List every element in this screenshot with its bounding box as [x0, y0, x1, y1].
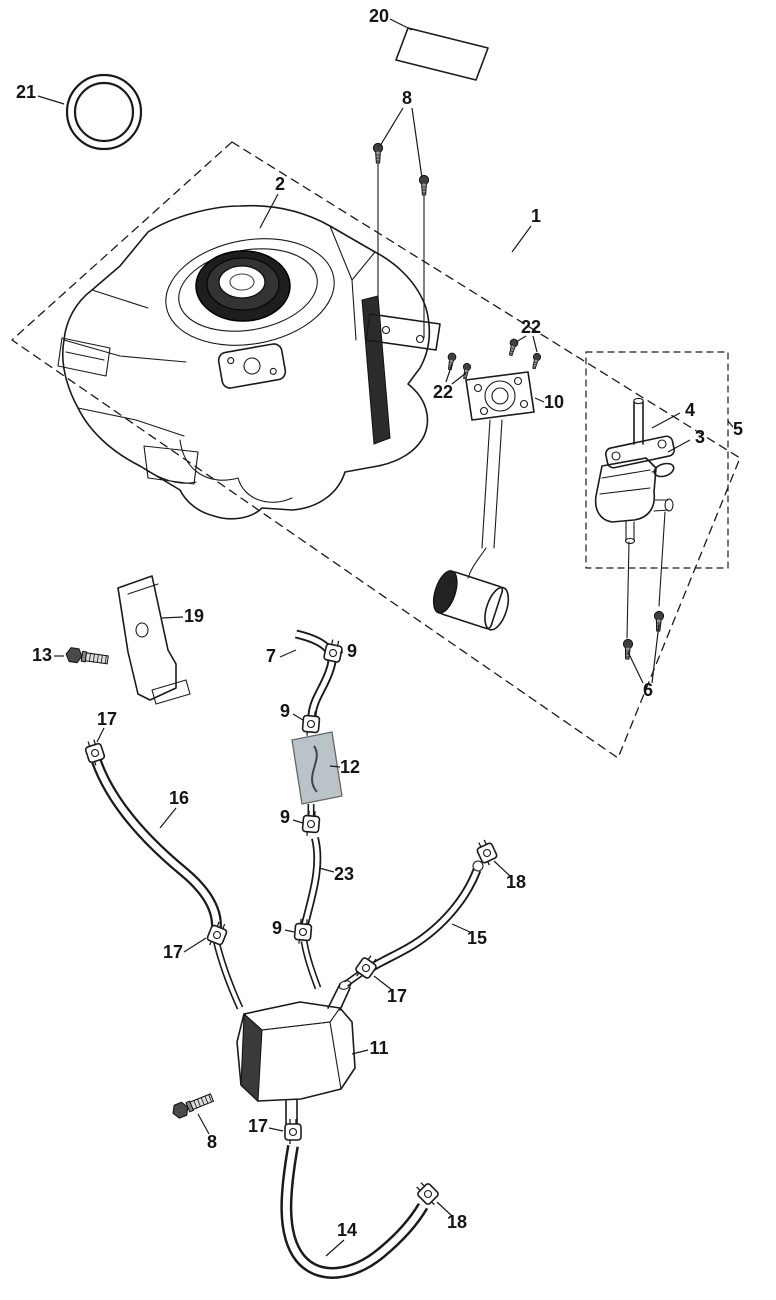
caution-label-tag [395, 27, 489, 81]
callout-22-1: 22 [515, 317, 541, 353]
connector-tube-16-to-tank [216, 940, 240, 1008]
callout-15: 15 [451, 923, 487, 948]
fuel-cap [195, 250, 291, 322]
svg-text:18: 18 [447, 1212, 467, 1232]
svg-text:4: 4 [685, 400, 695, 420]
fuel-valve-petcock [594, 397, 676, 639]
callout-16: 16 [159, 788, 189, 829]
screws-22-lower [445, 352, 472, 380]
fuel-sender-assembly [432, 371, 535, 631]
callout-5: 5 [727, 419, 743, 439]
fuel-sender-float [432, 570, 510, 631]
callout-18-1: 18 [493, 860, 526, 892]
callout-6: 6 [627, 623, 660, 700]
bolt-8-bottom [169, 1090, 216, 1121]
tank-rear-bracket-plate [365, 313, 441, 351]
callout-12: 12 [329, 757, 360, 777]
hose-14 [286, 1146, 423, 1273]
svg-text:17: 17 [387, 986, 407, 1006]
callout-19: 19 [161, 606, 204, 626]
fuel-tank [57, 204, 441, 520]
svg-text:9: 9 [280, 701, 290, 721]
tank-mounting-plate [217, 343, 287, 389]
petcock-boundary-box [585, 351, 729, 569]
svg-text:13: 13 [32, 645, 52, 665]
callout-1: 1 [511, 206, 541, 253]
svg-text:3: 3 [695, 427, 705, 447]
callout-23: 23 [318, 864, 354, 884]
callout-2: 2 [259, 174, 285, 229]
svg-text:9: 9 [272, 918, 282, 938]
svg-text:20: 20 [369, 6, 389, 26]
svg-text:8: 8 [402, 88, 412, 108]
callout-9-3: 9 [280, 807, 304, 827]
svg-text:10: 10 [544, 392, 564, 412]
hose-23 [305, 838, 317, 924]
callout-9-4: 9 [272, 918, 295, 938]
svg-text:23: 23 [334, 864, 354, 884]
callout-22-2: 22 [433, 363, 467, 402]
callout-17-1: 17 [96, 709, 117, 743]
bolt-13 [64, 646, 110, 668]
clamp-17 [284, 1118, 302, 1145]
svg-text:9: 9 [347, 641, 357, 661]
callout-3: 3 [667, 427, 705, 453]
gasket-ring [65, 73, 143, 151]
svg-text:22: 22 [521, 317, 541, 337]
callout-7: 7 [266, 646, 297, 666]
reserve-tank [236, 980, 356, 1125]
svg-text:6: 6 [643, 680, 653, 700]
svg-text:15: 15 [467, 928, 487, 948]
svg-text:22: 22 [433, 382, 453, 402]
svg-text:14: 14 [337, 1220, 357, 1240]
callout-9-2: 9 [280, 701, 304, 721]
callout-21: 21 [16, 82, 65, 105]
fuel-filter-12 [291, 731, 343, 805]
svg-text:21: 21 [16, 82, 36, 102]
svg-text:17: 17 [163, 942, 183, 962]
mounting-screws-8-top [372, 142, 430, 339]
callout-9-1: 9 [339, 641, 357, 661]
callout-17-4: 17 [248, 1116, 284, 1136]
svg-text:7: 7 [266, 646, 276, 666]
svg-text:9: 9 [280, 807, 290, 827]
svg-text:8: 8 [207, 1132, 217, 1152]
svg-text:17: 17 [97, 709, 117, 729]
hose-16 [96, 760, 216, 932]
svg-text:1: 1 [531, 206, 541, 226]
callout-17-3: 17 [373, 975, 407, 1006]
svg-text:19: 19 [184, 606, 204, 626]
callout-8-top: 8 [379, 88, 423, 179]
callout-17-2: 17 [163, 937, 207, 962]
svg-text:16: 16 [169, 788, 189, 808]
callout-11: 11 [351, 1038, 389, 1058]
svg-text:5: 5 [733, 419, 743, 439]
svg-text:17: 17 [248, 1116, 268, 1136]
callout-20: 20 [369, 6, 413, 31]
callout-18-2: 18 [436, 1201, 467, 1232]
bracket-19 [117, 575, 191, 705]
clamp-17 [82, 737, 108, 768]
callout-8-bottom: 8 [197, 1113, 217, 1152]
hose-15 [369, 860, 484, 969]
screws-22-upper [506, 337, 542, 370]
callout-10: 10 [534, 392, 564, 412]
callout-14: 14 [325, 1220, 357, 1257]
svg-text:18: 18 [506, 872, 526, 892]
svg-text:11: 11 [369, 1038, 388, 1058]
assembly-boundary [11, 141, 741, 759]
svg-text:12: 12 [340, 757, 360, 777]
callout-4: 4 [651, 400, 695, 429]
svg-text:2: 2 [275, 174, 285, 194]
callout-13: 13 [32, 645, 64, 665]
connector-tube-lower [304, 941, 318, 988]
